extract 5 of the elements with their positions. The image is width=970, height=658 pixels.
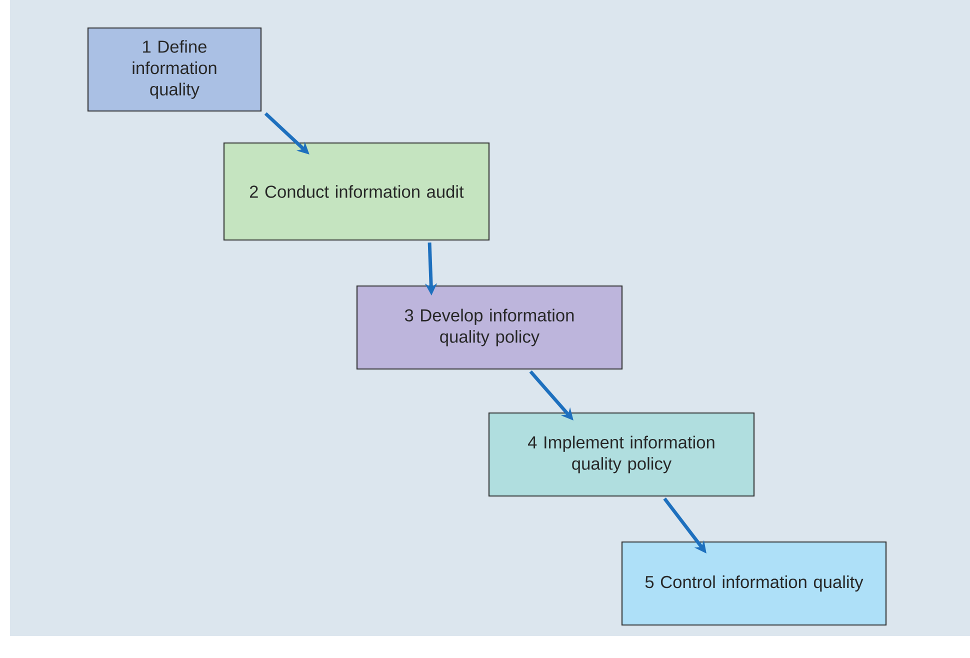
process-box: 2 Conduct information audit xyxy=(223,142,490,241)
process-box: 5 Control information quality xyxy=(621,541,887,626)
process-box: 1 Define information quality xyxy=(87,27,262,112)
process-box: 4 Implement information quality policy xyxy=(488,412,755,497)
process-box: 3 Develop information quality policy xyxy=(356,285,623,370)
